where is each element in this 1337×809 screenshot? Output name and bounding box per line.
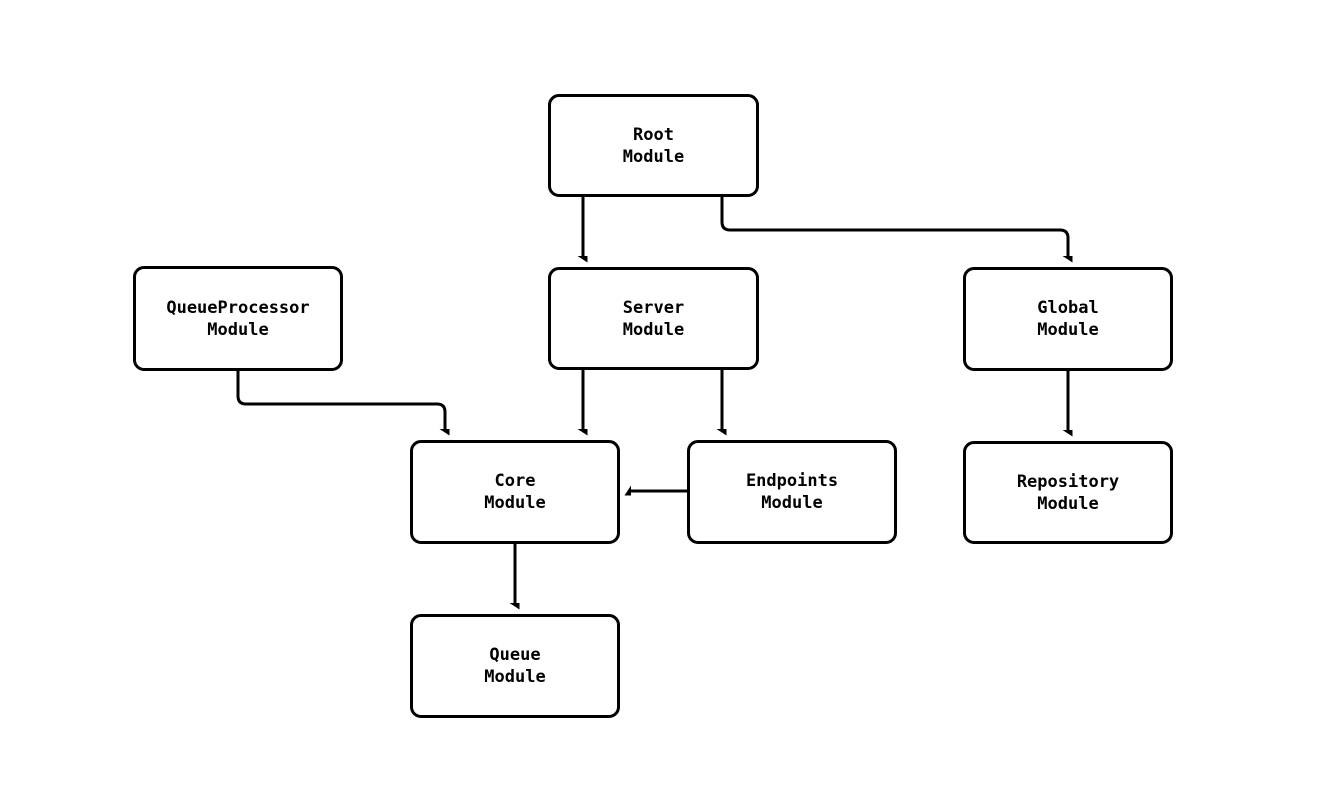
global-module-label-line-2: Module [1037, 320, 1099, 340]
queue-module-label-line-1: Queue [489, 645, 541, 665]
endpoints-module-label-line-2: Module [761, 493, 823, 513]
repository-module-label-line-2: Module [1037, 493, 1099, 514]
global-module-label-line-1: Global [1037, 298, 1099, 318]
edges-group [236, 197, 1068, 603]
edge-root-to-global [720, 197, 1068, 256]
server-module-label-line-1: Server [622, 297, 685, 318]
core-module-label-line-1: Core [494, 471, 536, 491]
queueprocessor-module-label-line-2: Module [207, 319, 269, 340]
root-module-label-line-1: Root [633, 124, 674, 145]
core-module-label-line-2: Module [484, 493, 546, 513]
root-module-label-line-2: Module [622, 146, 685, 167]
repository-module-label-line-1: Repository [1016, 471, 1120, 492]
endpoints-module-label-line-1: Endpoints [745, 471, 839, 491]
edge-queueprocessor-to-core [236, 371, 445, 429]
queue-module-label-line-2: Module [484, 667, 546, 687]
server-module-label-line-2: Module [622, 319, 685, 340]
queueprocessor-module-label-line-1: QueueProcessor [166, 297, 310, 318]
